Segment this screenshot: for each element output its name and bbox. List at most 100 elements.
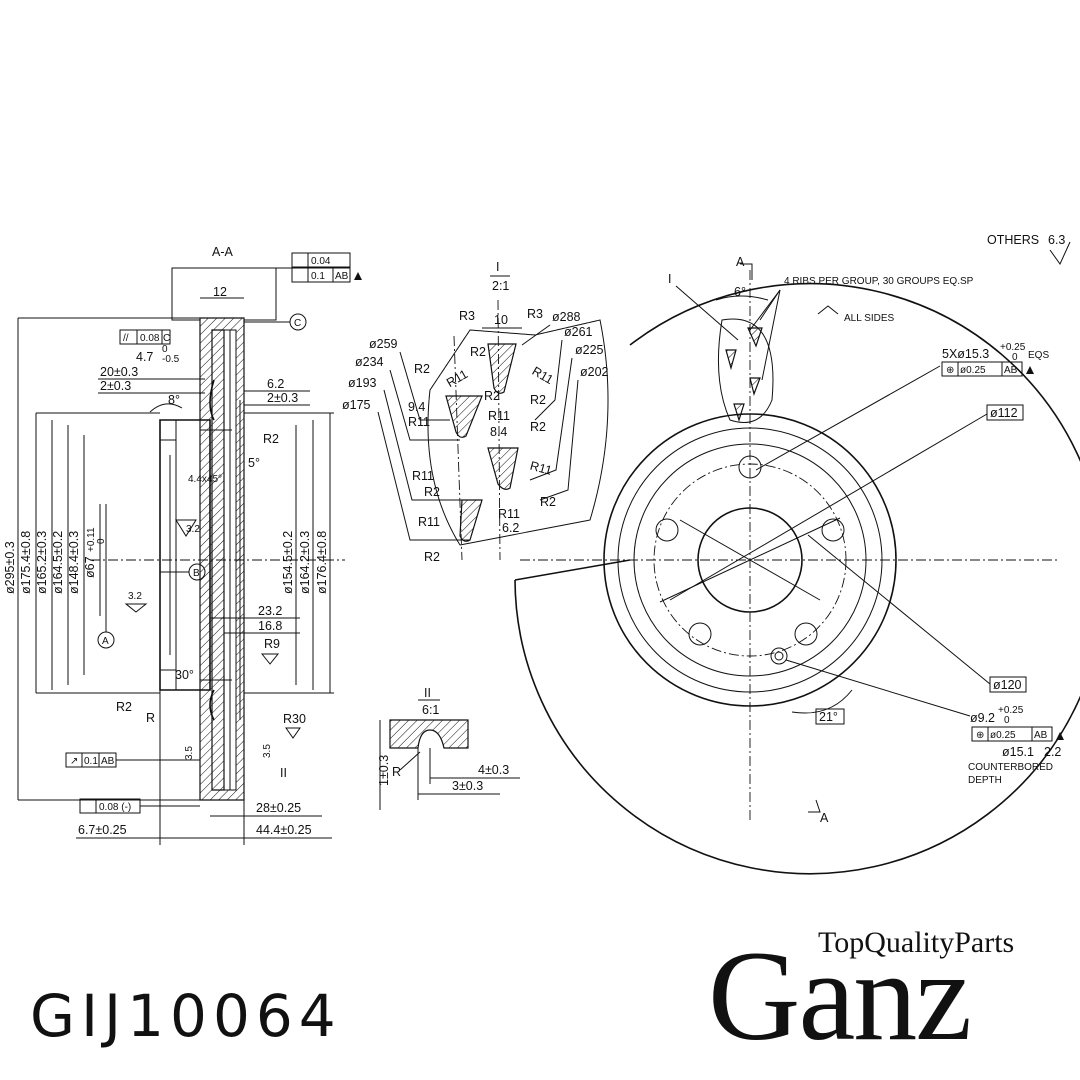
d1-r2-8: R2 [424, 550, 440, 564]
angle-5: 5° [248, 456, 260, 470]
radius-r2b: R2 [116, 700, 132, 714]
front-view: A A I 6° 4 RIBS PER GROUP, 30 GROUPS EQ.… [514, 233, 1080, 875]
d1-d6-2: 6.2 [502, 521, 519, 535]
d1-d234: ø234 [355, 355, 384, 369]
dim-d176-4: ø176.4±0.8 [315, 531, 329, 594]
runout-frame [291, 267, 351, 283]
tol-runout-side-ref: AB [101, 756, 115, 767]
dim-d148-4: ø148.4±0.3 [67, 531, 81, 594]
cb-dia: ø15.1 [1002, 745, 1034, 759]
section-label: A-A [212, 245, 234, 259]
tol-runout-top: 0.1 [311, 271, 325, 282]
tol-flatness: 0.04 [311, 256, 331, 267]
d1-d202: ø202 [580, 365, 609, 379]
dim-28: 28±0.25 [256, 801, 301, 815]
rough-3-5a: 3.5 [184, 746, 195, 760]
d2-d4: 4±0.3 [478, 763, 509, 777]
d2-r: R [392, 765, 401, 779]
detail-2-ref: II [280, 766, 287, 780]
brand-logo-tagline: TopQualityParts [818, 926, 1015, 959]
dim-44-4: 44.4±0.25 [256, 823, 312, 837]
radius-r9: R9 [264, 637, 280, 651]
dim-d164-2: ø164.2±0.3 [298, 531, 312, 594]
pos-tol-2: ø0.25 [990, 730, 1016, 741]
depth: DEPTH [968, 775, 1002, 786]
svg-text:⊕: ⊕ [976, 730, 984, 741]
d1-d225: ø225 [575, 343, 604, 357]
section-cut-top: A [736, 255, 745, 269]
dim-d154-5: ø154.5±0.2 [281, 531, 295, 594]
svg-text://: // [123, 333, 129, 344]
dim-6-7: 6.7±0.25 [78, 823, 127, 837]
detail-ii-view: II 6:1 1±0.3 R 4±0.3 3±0.3 [377, 686, 520, 810]
dim-2a: 2±0.3 [100, 379, 131, 393]
brand-logo-name: Ganz [708, 925, 972, 1067]
d1-r3a: R3 [459, 309, 475, 323]
dim-d67-tol: +0.11 [86, 527, 97, 552]
datum-c: C [294, 318, 301, 329]
dim-4-7: 4.7 [136, 350, 153, 364]
detail-1-callout: I [668, 272, 671, 286]
ribs-note: 4 RIBS PER GROUP, 30 GROUPS EQ.SP [784, 276, 974, 287]
datum-a: A [102, 636, 109, 647]
d1-d8-4: 8.4 [490, 425, 507, 439]
dim-20: 20±0.3 [100, 365, 138, 379]
d120: ø120 [993, 678, 1022, 692]
d1-d261: ø261 [564, 325, 593, 339]
part-number: GIJ10064 [30, 982, 342, 1050]
d112: ø112 [990, 406, 1018, 420]
dim-2b: 2±0.3 [267, 391, 298, 405]
dim-d165-2: ø165.2±0.3 [35, 531, 49, 594]
d9-2-tol0: 0 [1004, 715, 1010, 726]
others-roughness: 6.3 [1048, 233, 1065, 247]
section-cut-bottom: A [820, 811, 829, 825]
d1-r2-1: R2 [414, 362, 430, 376]
detail-1-label: I [496, 260, 499, 274]
cb-depth: 2.2 [1044, 745, 1061, 759]
pos-ref-2: AB [1034, 730, 1048, 741]
holes-tol0: 0 [1012, 352, 1018, 363]
svg-text:⊕: ⊕ [946, 365, 954, 376]
angle-6: 6° [734, 285, 746, 299]
d1-r11-6: R11 [412, 469, 434, 483]
d1-r2-5: R2 [530, 420, 546, 434]
others-label: OTHERS [987, 233, 1039, 247]
dim-16-8: 16.8 [258, 619, 282, 633]
d9-2-tol: +0.25 [998, 705, 1024, 716]
dim-12: 12 [213, 285, 227, 299]
tol-flatness-bottom: 0.08 (-) [99, 802, 131, 813]
d1-r11-2: R11 [408, 415, 430, 429]
d1-r11-3: R11 [488, 409, 510, 423]
datum-b: B [193, 568, 200, 579]
detail-2-scale: 6:1 [422, 703, 439, 717]
holes-callout: 5Xø15.3 [942, 347, 989, 361]
dim-6-2: 6.2 [267, 377, 284, 391]
tol-parallel: 0.08 [140, 333, 160, 344]
tol-runout-ref: AB [335, 271, 349, 282]
dim-d164-5: ø164.5±0.2 [51, 531, 65, 594]
d1-d10: 10 [494, 313, 508, 327]
angle-8: 8° [168, 393, 180, 407]
pos-ref: AB [1004, 365, 1018, 376]
detail-i-view: I 2:1 R3 10 R3 ø288 ø261 ø225 ø202 ø259 … [342, 260, 609, 564]
tol-runout-side: 0.1 [84, 756, 98, 767]
radius-r: R [146, 711, 155, 725]
d1-r2-2: R2 [470, 345, 486, 359]
d2-d1: 1±0.3 [377, 755, 391, 786]
rough-3-2b: 3.2 [128, 591, 142, 602]
d1-d175: ø175 [342, 398, 371, 412]
svg-text:↗: ↗ [70, 756, 78, 767]
pos-tol: ø0.25 [960, 365, 986, 376]
dim-d295: ø295±0.3 [3, 541, 17, 594]
tol-parallel-ref: C [163, 333, 170, 344]
radius-r30: R30 [283, 712, 306, 726]
d1-r11-8: R11 [498, 507, 520, 521]
dim-4-7-tol: -0.5 [162, 354, 180, 365]
d1-r3b: R3 [527, 307, 543, 321]
dim-d67-tol0: 0 [96, 538, 107, 544]
d1-r2-6: R2 [540, 495, 556, 509]
section-view: A-A 0.04 0.1 AB 12 C [3, 245, 362, 845]
rough-3-5b: 3.5 [262, 744, 273, 758]
dim-d175-4: ø175.4±0.8 [19, 531, 33, 594]
